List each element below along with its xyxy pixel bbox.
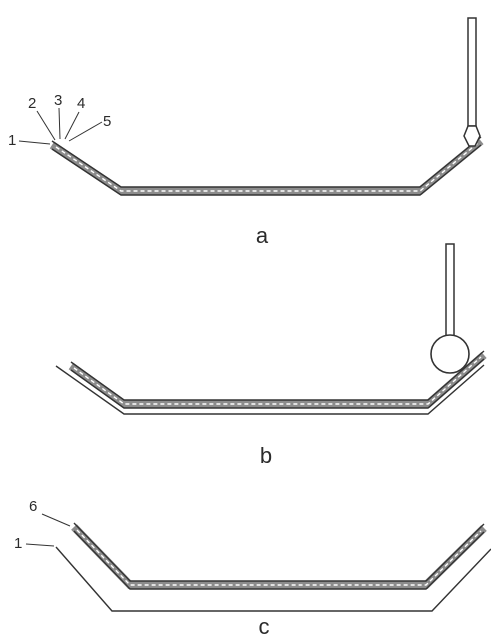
panel-a-laminate xyxy=(49,136,484,196)
callout-4-label: 4 xyxy=(77,95,85,112)
panel-a-callouts: 1 2 3 4 5 xyxy=(8,92,111,149)
callout-6-label: 6 xyxy=(29,498,37,515)
stylus-tool xyxy=(463,17,481,147)
panel-a-label: a xyxy=(256,223,269,248)
callout-2-label: 2 xyxy=(28,95,36,112)
panel-c-label: c xyxy=(259,614,270,639)
panel-c-base-sheet xyxy=(55,546,491,612)
panel-a: 1 2 3 4 5 a xyxy=(8,17,484,248)
callout-1-label: 1 xyxy=(8,132,16,149)
roller-tool xyxy=(430,243,470,374)
panel-c: 6 1 c xyxy=(14,498,491,639)
panel-c-laminate xyxy=(71,522,487,590)
callout-5-label: 5 xyxy=(103,113,111,130)
panel-b-laminate xyxy=(55,350,487,415)
callout-3-label: 3 xyxy=(54,92,62,109)
panel-b-label: b xyxy=(260,443,272,468)
panel-c-callouts: 6 1 xyxy=(14,498,71,552)
callout-1-label-c: 1 xyxy=(14,535,22,552)
panel-b: b xyxy=(55,243,487,468)
